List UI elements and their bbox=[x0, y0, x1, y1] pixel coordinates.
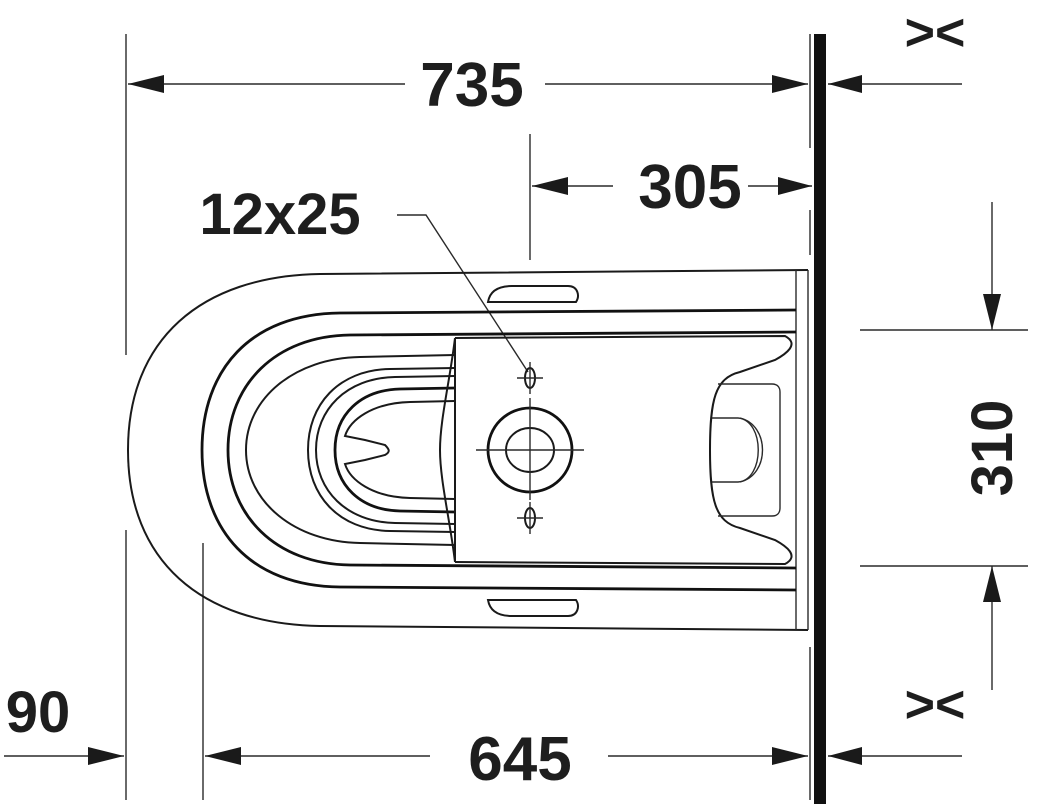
label-90: 90 bbox=[6, 680, 71, 745]
label-310: 310 bbox=[960, 400, 1025, 497]
fixing-holes bbox=[517, 362, 543, 534]
label-12x25: 12x25 bbox=[199, 182, 360, 247]
dimension-735: 735 >< bbox=[128, 4, 965, 120]
label-305: 305 bbox=[638, 153, 741, 222]
dimension-305: 305 bbox=[532, 153, 812, 222]
toilet-bowl bbox=[126, 269, 809, 631]
dimension-90: 90 bbox=[4, 680, 124, 765]
label-wall-gap-top: >< bbox=[905, 4, 966, 62]
extension-lines bbox=[125, 34, 1028, 800]
dimension-645: 645 >< bbox=[205, 676, 965, 794]
dimension-310: 310 bbox=[960, 202, 1025, 690]
label-645: 645 bbox=[468, 725, 571, 794]
drain-outlet bbox=[476, 398, 584, 500]
label-735: 735 bbox=[420, 51, 523, 120]
fixing-holes-callout: 12x25 bbox=[199, 182, 529, 373]
label-wall-gap-bottom: >< bbox=[905, 676, 966, 734]
wall bbox=[809, 34, 826, 804]
